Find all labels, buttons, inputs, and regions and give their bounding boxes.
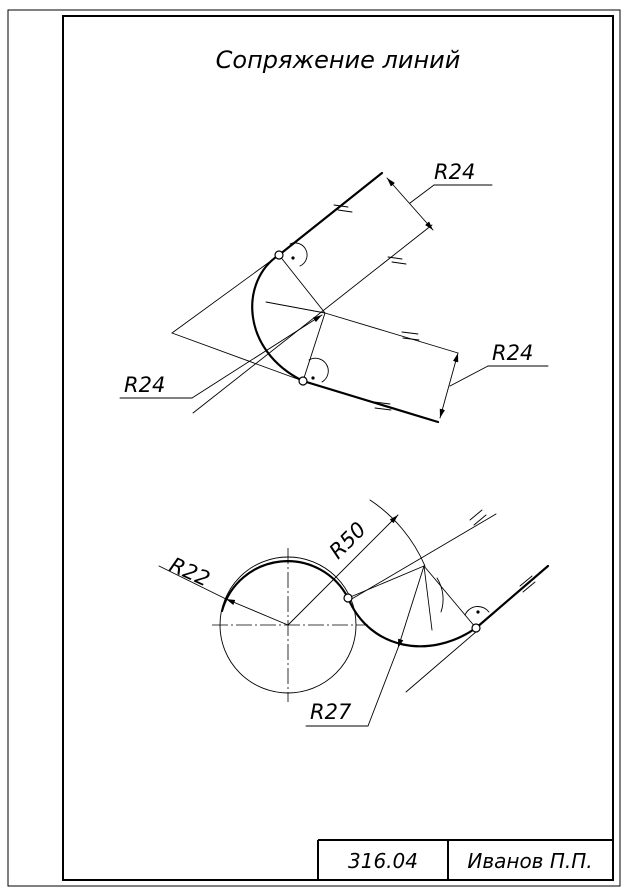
dim-line-r50 bbox=[287, 514, 399, 626]
lower-tangent-extension bbox=[171, 332, 304, 382]
title-block: 316.04 Иванов П.П. bbox=[317, 839, 613, 880]
center-construction-lower bbox=[423, 565, 433, 631]
inner-frame bbox=[62, 15, 614, 881]
radius-to-lower-tangent bbox=[302, 312, 326, 382]
drawing-title: Сопряжение линий bbox=[216, 46, 461, 74]
parallel-marks-upper bbox=[333, 204, 407, 265]
construction-arc-small bbox=[436, 577, 444, 613]
dim-label-top: R24 bbox=[434, 160, 475, 184]
dim-line-r27 bbox=[397, 565, 425, 649]
center-line-to-circle bbox=[347, 565, 425, 599]
dim-line-circle bbox=[225, 598, 289, 626]
tangent-point-upper bbox=[274, 250, 284, 260]
base-circle-thick-part bbox=[220, 560, 350, 613]
upper-tangent-extension bbox=[171, 254, 280, 334]
dim-label-left: R24 bbox=[124, 373, 165, 397]
dim-line-top bbox=[386, 177, 434, 231]
angle-dot-lower-figure bbox=[476, 610, 480, 614]
tangent-point-lower bbox=[298, 376, 308, 386]
tangent-point-circle bbox=[343, 593, 353, 603]
angle-dot-lower bbox=[311, 376, 315, 380]
right-angle-mark-lower-figure bbox=[464, 606, 490, 616]
dim-leader-top bbox=[409, 184, 435, 204]
dim-label-r50: R50 bbox=[325, 517, 371, 563]
radius-to-upper-tangent bbox=[278, 254, 326, 314]
outer-frame bbox=[7, 9, 621, 887]
fillet-arc bbox=[251, 253, 305, 383]
angle-dot-upper bbox=[291, 256, 295, 260]
tangent-straight-line bbox=[474, 564, 550, 630]
lower-offset-line bbox=[324, 312, 459, 354]
construction-arc-r50 bbox=[369, 499, 426, 567]
dim-label-circle: R22 bbox=[166, 553, 214, 592]
bisector-line bbox=[265, 301, 326, 314]
dim-leader-right bbox=[449, 365, 489, 387]
upper-figure: R24 R24 R24 bbox=[119, 160, 549, 424]
right-angle-mark-lower bbox=[308, 357, 329, 383]
right-angle-mark-upper bbox=[289, 242, 308, 267]
dim-label-right: R24 bbox=[492, 341, 533, 365]
dim-line-left bbox=[191, 314, 323, 399]
tangent-offset-line bbox=[405, 630, 478, 693]
dim-leader-r27 bbox=[367, 647, 399, 727]
parallel-marks-figure2 bbox=[469, 509, 536, 593]
parallel-marks-lower bbox=[373, 331, 420, 411]
center-line-to-tangent bbox=[423, 565, 477, 629]
title-block-author: Иванов П.П. bbox=[467, 849, 592, 873]
dim-leader-circle bbox=[158, 565, 227, 600]
title-block-code: 316.04 bbox=[348, 849, 418, 873]
dim-line-right bbox=[439, 352, 459, 419]
tangent-point-line bbox=[471, 623, 481, 633]
upper-offset-line bbox=[192, 224, 433, 414]
lower-figure: R22 R50 R27 bbox=[158, 499, 550, 727]
upper-side-line bbox=[277, 171, 384, 257]
center-construction-upper bbox=[349, 513, 497, 601]
dim-label-r27: R27 bbox=[310, 700, 352, 724]
lower-side-line bbox=[301, 379, 440, 424]
